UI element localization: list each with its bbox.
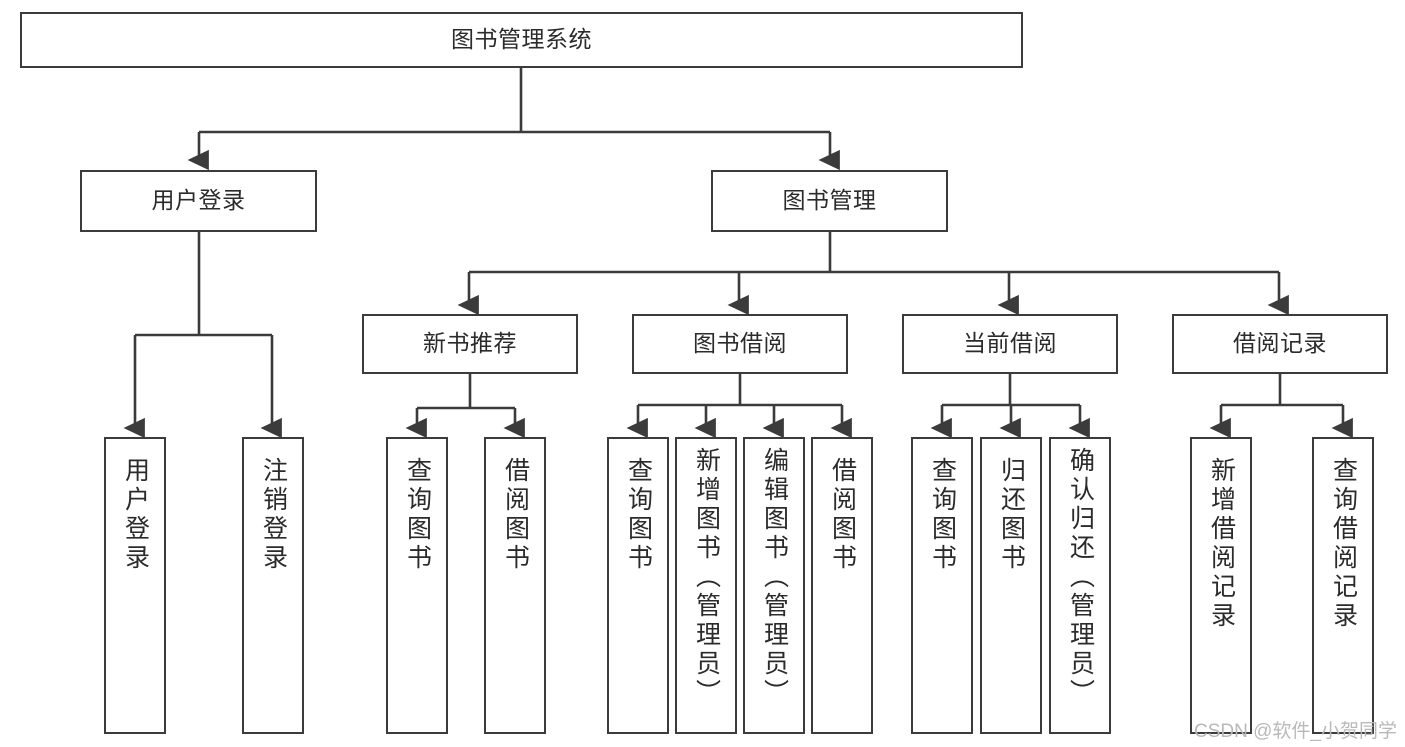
node-book-manage[interactable]: 图书管理 [711,170,948,232]
node-query-book-2[interactable]: 查询图书 [607,437,669,734]
node-current-borrow-label: 当前借阅 [963,330,1057,357]
node-new-book-recommend-label: 新书推荐 [423,330,517,357]
node-borrow-record-label: 借阅记录 [1233,330,1327,357]
node-add-borrow-record[interactable]: 新增借阅记录 [1190,437,1252,734]
node-user-login[interactable]: 用户登录 [80,170,317,232]
node-query-book-3[interactable]: 查询图书 [911,437,973,734]
node-borrow-book-1[interactable]: 借阅图书 [484,437,546,734]
node-query-borrow-record-label: 查询借阅记录 [1329,457,1358,631]
node-user-logout[interactable]: 注销登录 [242,437,304,734]
node-add-book[interactable]: 新增图书（管理员） [675,437,737,734]
node-current-borrow[interactable]: 当前借阅 [902,314,1118,374]
node-user-login-do-label: 用户登录 [121,457,150,573]
node-root-label: 图书管理系统 [451,26,592,53]
node-book-borrow-label: 图书借阅 [693,330,787,357]
csdn-watermark: CSDN @软件_小贺同学 [1194,721,1397,742]
node-query-borrow-record[interactable]: 查询借阅记录 [1312,437,1374,734]
node-return-book[interactable]: 归还图书 [980,437,1042,734]
node-add-book-label: 新增图书（管理员） [692,447,721,708]
node-borrow-book-1-label: 借阅图书 [501,457,530,573]
node-query-book-1[interactable]: 查询图书 [386,437,448,734]
node-book-manage-label: 图书管理 [782,187,877,214]
node-new-book-recommend[interactable]: 新书推荐 [362,314,578,374]
node-confirm-return[interactable]: 确认归还（管理员） [1049,437,1111,734]
node-query-book-3-label: 查询图书 [928,457,957,573]
node-borrow-book-2[interactable]: 借阅图书 [811,437,873,734]
node-edit-book-label: 编辑图书（管理员） [760,447,789,708]
node-confirm-return-label: 确认归还（管理员） [1066,447,1095,708]
node-user-login-do[interactable]: 用户登录 [104,437,166,734]
node-user-login-label: 用户登录 [151,187,246,214]
node-edit-book[interactable]: 编辑图书（管理员） [743,437,805,734]
node-book-borrow[interactable]: 图书借阅 [632,314,848,374]
node-root[interactable]: 图书管理系统 [20,12,1023,68]
node-add-borrow-record-label: 新增借阅记录 [1207,457,1236,631]
node-borrow-record[interactable]: 借阅记录 [1172,314,1388,374]
node-user-logout-label: 注销登录 [259,457,288,573]
node-query-book-2-label: 查询图书 [624,457,653,573]
node-query-book-1-label: 查询图书 [403,457,432,573]
node-borrow-book-2-label: 借阅图书 [828,457,857,573]
node-return-book-label: 归还图书 [997,457,1026,573]
